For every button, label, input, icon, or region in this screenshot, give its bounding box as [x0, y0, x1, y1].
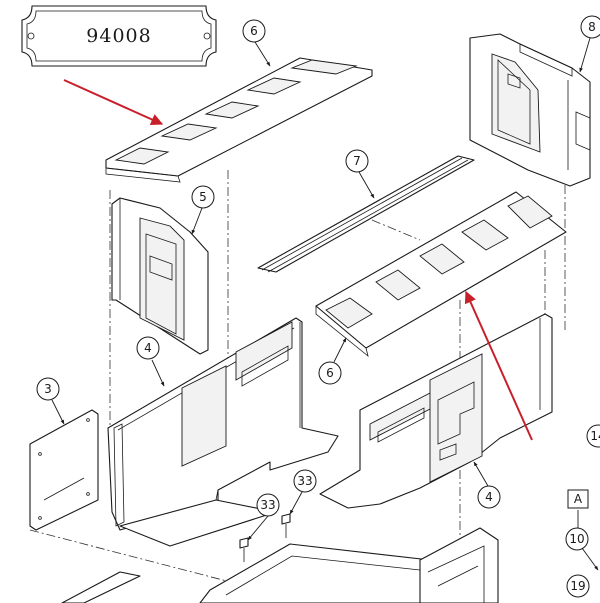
- cupola: [469, 33, 591, 187]
- svg-text:10: 10: [569, 532, 584, 546]
- callout-19: 19: [566, 574, 590, 598]
- callout-4-left: 4: [136, 336, 160, 360]
- screw-right: [281, 513, 291, 538]
- callout-33-right: 33: [293, 469, 317, 493]
- roof-panel-middle: [315, 191, 567, 358]
- callout-5: 5: [191, 185, 215, 209]
- floor-frame: [61, 527, 499, 603]
- svg-text:7: 7: [353, 154, 361, 168]
- part-number-plate: 94008: [21, 5, 217, 67]
- svg-text:19: 19: [570, 579, 585, 593]
- svg-text:5: 5: [199, 190, 207, 204]
- red-arrow-roof: [63, 79, 164, 126]
- callout-33-left: 33: [256, 493, 280, 517]
- svg-text:6: 6: [250, 24, 258, 38]
- callout-4-right: 4: [477, 485, 501, 509]
- alignment-lines: [29, 170, 566, 601]
- roof-panel-top: [105, 57, 373, 183]
- svg-text:6: 6: [326, 366, 334, 380]
- svg-text:4: 4: [144, 341, 152, 355]
- callout-6-middle: 6: [318, 361, 342, 385]
- svg-text:14: 14: [590, 429, 600, 443]
- red-arrow-roof-middle: [464, 290, 533, 441]
- roof-walkway: [257, 155, 475, 273]
- part-number-text: 94008: [86, 25, 151, 47]
- callout-8: 8: [580, 15, 600, 39]
- svg-text:3: 3: [44, 382, 52, 396]
- end-panel-3: [29, 409, 99, 531]
- svg-text:8: 8: [588, 20, 596, 34]
- side-wall-left: [107, 317, 339, 547]
- leader-lines: [51, 37, 599, 571]
- red-arrows: [63, 79, 533, 441]
- svg-text:33: 33: [260, 498, 275, 512]
- callout-7: 7: [345, 149, 369, 173]
- callout-A: A: [567, 489, 589, 509]
- callout-10: 10: [565, 527, 589, 551]
- svg-text:A: A: [574, 492, 583, 506]
- side-wall-right: [319, 313, 553, 509]
- end-wall-5: [111, 197, 209, 355]
- callout-3: 3: [36, 377, 60, 401]
- callout-6-top: 6: [242, 19, 266, 43]
- screw-left: [239, 537, 249, 562]
- callout-14: 14: [586, 424, 600, 448]
- svg-text:33: 33: [297, 474, 312, 488]
- svg-text:4: 4: [485, 490, 493, 504]
